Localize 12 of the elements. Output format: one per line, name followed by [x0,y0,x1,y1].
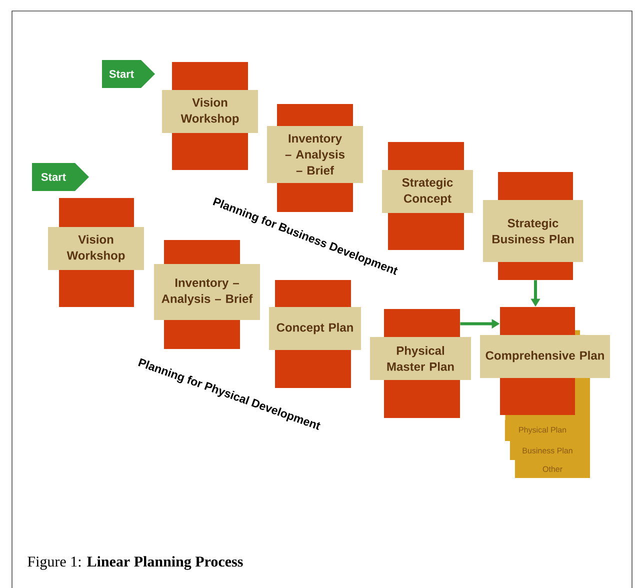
node-label: Physical Plan [519,426,566,434]
process-block: Comprehensive Plan [480,307,610,415]
caption: Figure 1: Linear Planning Process [28,556,243,570]
process-block: Vision Workshop [162,62,258,170]
process-block: Vision Workshop [48,198,144,307]
process-block: Strategic Business Plan [483,172,583,280]
process-block: Inventory – Analysis – Brief [267,104,363,212]
process-block: Inventory – Analysis – Brief [154,240,260,349]
process-block: Strategic Concept [382,142,473,250]
process-block: Physical Master Plan [370,309,471,418]
node-label: Business Plan [522,448,572,454]
process-block: Concept Plan [269,280,361,388]
